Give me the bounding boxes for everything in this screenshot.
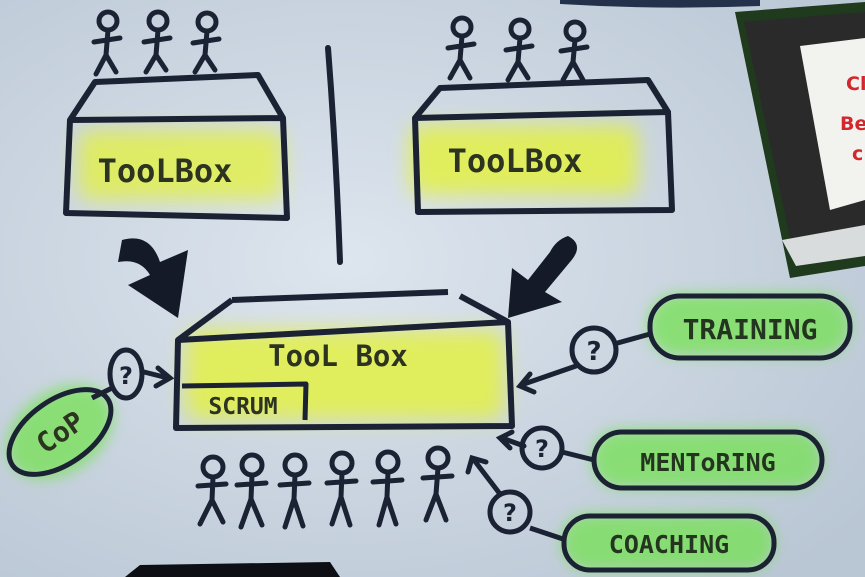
coaching-group: COACHING ? [465,454,777,573]
toolbox-center: TooL Box SCRUM [173,289,515,431]
mentoring-highlight [592,430,822,488]
toolbox-center-label: TooL Box [268,339,408,373]
toolbox-left-label: TooLBox [98,152,233,190]
photo-paper-sheet [800,38,865,210]
training-group: TRAINING ? [515,293,853,395]
coaching-question-mark: ? [503,499,517,527]
toolbox-right-outline [412,77,675,215]
toolbox-left-highlight [78,130,283,200]
training-connector [613,331,651,347]
mentoring-arrow [495,429,527,451]
coaching-connector [529,525,567,543]
training-question-bubble [569,325,619,375]
photo-text-line-2: Be [840,113,865,135]
stick-figures-bottom [195,445,455,530]
coaching-arrow [465,454,503,497]
cop-group: CoP ? [6,347,175,479]
mentoring-label: MENToRING [640,448,775,477]
coaching-bubble [561,513,777,573]
mentoring-question-bubble [519,425,565,471]
arrow-right-down [508,236,578,318]
toolbox-right-label: TooLBox [448,142,583,180]
coaching-highlight [562,514,774,570]
training-bubble [647,293,853,361]
mentoring-connector [561,449,595,463]
arrow-left-down [118,238,188,318]
mentoring-group: MENToRING ? [495,425,825,491]
coaching-label: COACHING [609,530,729,559]
training-highlight [648,294,850,356]
toolbox-right-highlight [410,125,638,195]
bottom-edge-shadow [125,562,340,577]
photo-text-line-1: Cl [846,73,865,95]
photo-shelf [782,225,865,266]
training-label: TRAINING [683,313,818,346]
divider-line [325,45,343,265]
mentoring-question-mark: ? [535,435,549,463]
cop-question-mark: ? [119,362,133,390]
toolbox-left: TooLBox [63,9,290,221]
cop-arrow [141,365,175,389]
stick-figures-right-top [445,15,590,83]
cop-bubble [6,387,114,477]
corner-photo: Cl Be c [735,2,865,278]
top-edge-shadow [560,0,760,8]
training-arrow [515,363,579,395]
photo-text-line-3: c [852,143,863,165]
cop-connector [90,385,114,401]
scrum-box-outline [181,381,309,421]
toolbox-center-outline [173,289,515,431]
toolbox-center-highlight [185,330,505,420]
toolbox-left-outline [63,72,290,221]
coaching-question-bubble [487,489,533,535]
stick-figures-left-top [91,9,222,77]
scrum-label: SCRUM [208,394,277,420]
toolbox-right: TooLBox [410,15,675,215]
cop-question-bubble [107,347,145,401]
training-question-mark: ? [586,337,601,367]
cop-highlight [7,385,113,479]
